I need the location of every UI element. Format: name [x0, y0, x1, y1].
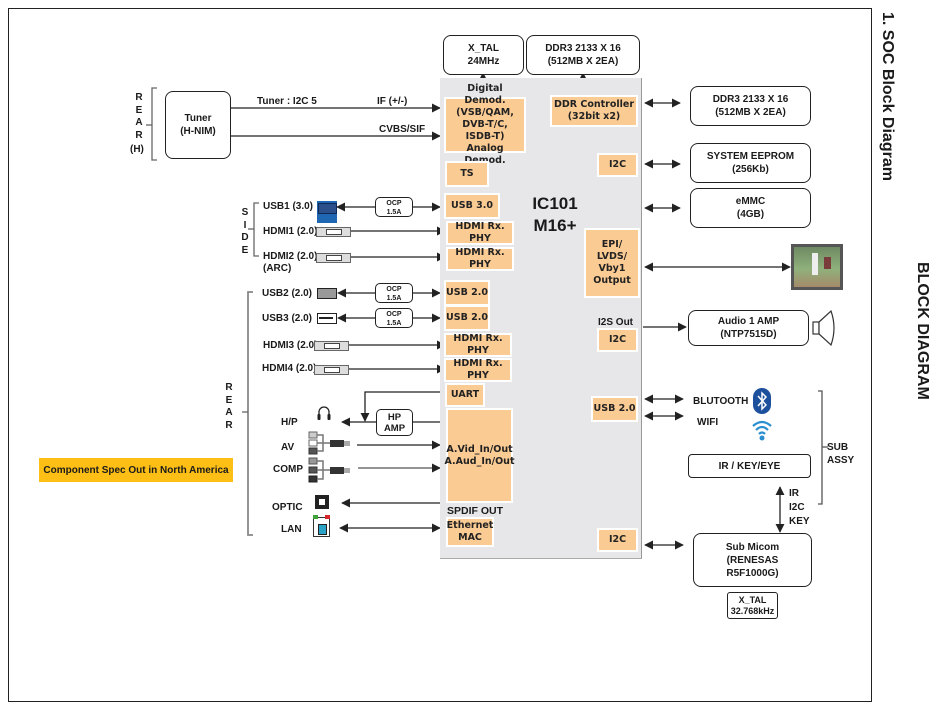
headphone-icon: [317, 406, 331, 420]
usb30-block: USB 3.0: [444, 193, 500, 219]
usb20-wireless-block: USB 2.0: [591, 396, 638, 422]
port-hdmi4: HDMI4 (2.0): [262, 363, 317, 374]
chapter-title: BLOCK DIAGRAM: [914, 262, 931, 400]
port-hp: H/P: [281, 417, 298, 428]
spdif-out-label: SPDIF OUT: [447, 505, 504, 517]
sub-assy-label: SUB ASSY: [827, 442, 855, 466]
port-hdmi2-arc: HDMI2 (2.0) (ARC): [263, 251, 318, 274]
if-label: IF (+/-): [377, 96, 408, 107]
system-eeprom-box: SYSTEM EEPROM (256Kb): [690, 143, 811, 183]
usb20-block-1: USB 2.0: [444, 280, 490, 306]
cvbs-sif-label: CVBS/SIF: [379, 124, 426, 135]
demod-block: Digital Demod. (VSB/QAM, DVB-T/C, ISDB-T…: [444, 83, 526, 166]
ethernet-mac-block: Ethernet MAC: [446, 517, 494, 547]
lan-port-icon: [313, 515, 330, 537]
component-spec-note: Component Spec Out in North America: [39, 458, 233, 482]
wifi-icon: [752, 420, 772, 441]
xtal-24mhz-box: X_TAL 24MHz: [443, 35, 524, 75]
port-hdmi3: HDMI3 (2.0): [263, 340, 318, 351]
port-optic: OPTIC: [272, 502, 303, 513]
hdmi-rx-phy-4: HDMI Rx. PHY: [444, 358, 512, 382]
emmc-box: eMMC (4GB): [690, 188, 811, 228]
hp-amp-box: HP AMP: [376, 409, 413, 436]
bluetooth-icon: [753, 388, 771, 414]
panel-output-block: EPI/ LVDS/ Vby1 Output: [584, 228, 640, 298]
port-usb3: USB3 (2.0): [262, 313, 313, 324]
ddr-controller-block: DDR Controller (32bit x2): [550, 95, 638, 127]
i2c-micom-block: I2C: [597, 528, 638, 552]
uart-block: UART: [445, 383, 485, 407]
hdmi-port-icon: [316, 253, 351, 263]
port-usb1: USB1 (3.0): [263, 201, 314, 212]
port-usb2: USB2 (2.0): [262, 288, 313, 299]
ir-key-eye-box: IR / KEY/EYE: [688, 454, 811, 478]
ir-i2c-key-label: IR I2C KEY: [789, 488, 810, 527]
i2c-eeprom-block: I2C: [597, 153, 638, 177]
audio-amp-box: Audio 1 AMP (NTP7515D): [688, 310, 809, 346]
ocp-usb1: OCP 1.5A: [375, 197, 413, 217]
i2c-audio-block: I2C: [597, 328, 638, 352]
bluetooth-label: BLUTOOTH: [693, 396, 749, 407]
ddr3-memory-box: DDR3 2133 X 16 (512MB X 2EA): [690, 86, 811, 126]
optical-port-icon: [315, 495, 329, 509]
av-rca-cable-icon: [308, 431, 350, 455]
port-comp: COMP: [273, 464, 303, 475]
usb2-port-icon: [317, 313, 337, 324]
port-av: AV: [281, 442, 295, 453]
soc-name: IC101 M16+: [532, 194, 578, 235]
port-hdmi1: HDMI1 (2.0): [263, 226, 318, 237]
hdmi-port-icon: [314, 365, 349, 375]
hdmi-rx-phy-2: HDMI Rx. PHY: [446, 247, 514, 271]
port-lan: LAN: [281, 524, 302, 535]
wifi-label: WIFI: [697, 417, 719, 428]
usb3-port-icon: [317, 201, 337, 223]
hdmi-port-icon: [316, 227, 351, 237]
sub-micom-box: Sub Micom (RENESAS R5F1000G): [693, 533, 812, 587]
hdmi-port-icon: [314, 341, 349, 351]
tuner-box: Tuner (H-NIM): [165, 91, 231, 159]
speaker-icon: [812, 309, 835, 347]
component-cable-icon: [308, 457, 350, 483]
ts-block: TS: [445, 161, 489, 187]
hdmi-rx-phy-3: HDMI Rx. PHY: [444, 333, 512, 357]
sub-xtal-box: X_TAL 32.768kHz: [727, 592, 778, 619]
av-io-block: A.Vid_In/Out A.Aud_In/Out: [445, 408, 514, 503]
usb20-block-2: USB 2.0: [444, 305, 490, 331]
rear-h-suffix: (H): [130, 144, 144, 155]
tv-panel-icon: [791, 244, 843, 290]
ddr-top-box: DDR3 2133 X 16 (512MB X 2EA): [526, 35, 640, 75]
ocp-usb2: OCP 1.5A: [375, 283, 413, 303]
hdmi-rx-phy-1: HDMI Rx. PHY: [446, 221, 514, 245]
ocp-usb3: OCP 1.5A: [375, 308, 413, 328]
section-title: 1. SOC Block Diagram: [879, 12, 896, 181]
page-frame: [8, 8, 872, 702]
tuner-i2c-label: Tuner : I2C 5: [257, 96, 317, 107]
i2s-out-label: I2S Out: [598, 317, 634, 328]
usb2-port-icon: [317, 288, 337, 299]
